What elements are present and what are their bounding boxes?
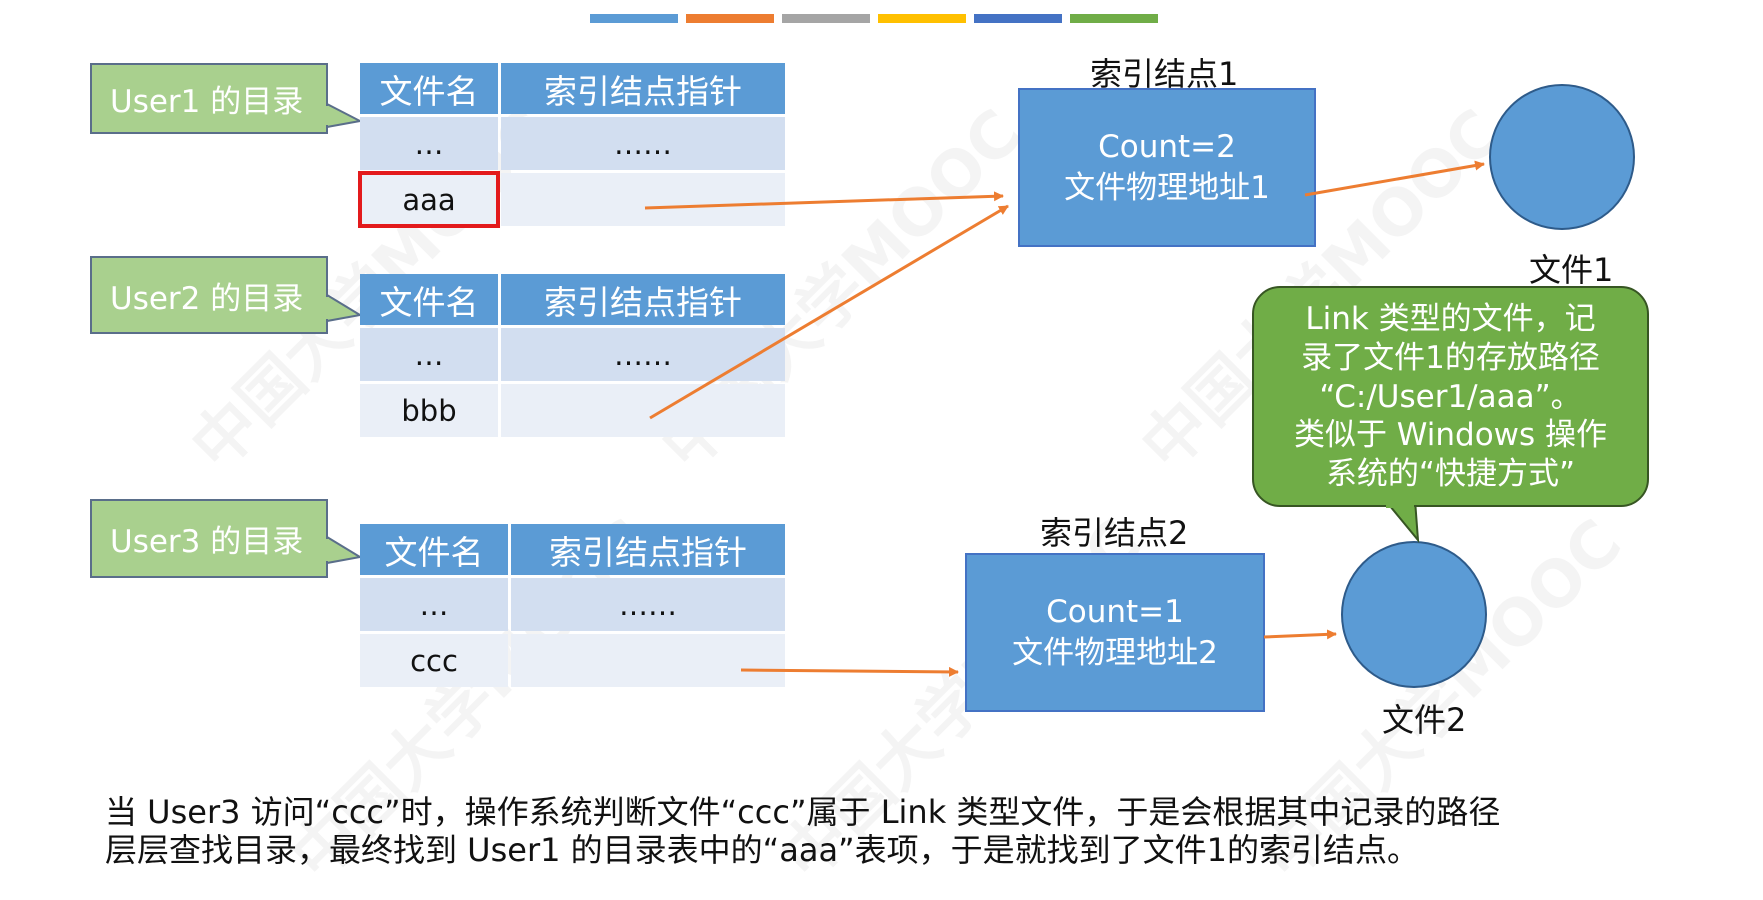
- color-segment: [590, 14, 678, 23]
- arrow-node-2-to-file-2: [1263, 629, 1337, 640]
- file-2-label: 文件2: [1382, 701, 1467, 739]
- index-node-1-count: Count=2: [1098, 129, 1236, 166]
- color-segment: [1070, 14, 1158, 23]
- bubble-line: “C:/User1/aaa”。: [1319, 378, 1582, 415]
- arrow-bbb-to-index-node-1: [649, 204, 1009, 420]
- bubble-line: Link 类型的文件，记: [1305, 301, 1596, 337]
- index-node-1-title: 索引结点1: [1090, 55, 1239, 93]
- file-2-circle: [1341, 541, 1487, 688]
- table-cell-name: bbb: [360, 384, 498, 437]
- bubble-line: 类似于 Windows 操作: [1293, 417, 1608, 454]
- user2-directory-label: User2 的目录: [90, 256, 328, 334]
- table-cell-pointer: [501, 173, 785, 226]
- caption-line: 当 User3 访问“ccc”时，操作系统判断文件“ccc”属于 Link 类型…: [105, 793, 1501, 831]
- index-node-2: Count=1 文件物理地址2: [965, 553, 1265, 712]
- table-cell-name-highlighted: aaa: [358, 171, 500, 228]
- table-cell-name: ccc: [360, 634, 508, 687]
- user1-directory-label: User1 的目录: [90, 63, 328, 134]
- arrow-ccc-to-index-node-2: [740, 666, 959, 677]
- table-cell-name: …: [360, 578, 508, 631]
- color-segment: [686, 14, 774, 23]
- top-color-bar: [590, 14, 1158, 23]
- index-node-2-title: 索引结点2: [1040, 514, 1189, 552]
- index-node-2-address: 文件物理地址2: [1012, 634, 1218, 671]
- link-file-note-bubble: Link 类型的文件，记 录了文件1的存放路径 “C:/User1/aaa”。 …: [1252, 286, 1649, 507]
- table-cell-pointer: [501, 384, 785, 437]
- color-segment: [782, 14, 870, 23]
- file-1-circle: [1489, 84, 1635, 230]
- column-header-filename: 文件名: [360, 524, 508, 575]
- file-1-label: 文件1: [1529, 251, 1614, 289]
- user2-directory-table: 文件名 索引结点指针 … …… bbb: [357, 271, 788, 440]
- user1-directory-table: 文件名 索引结点指针 … …… aaa: [357, 60, 788, 229]
- column-header-pointer: 索引结点指针: [501, 63, 785, 114]
- table-cell-name: …: [360, 117, 498, 170]
- caption-line: 层层查找目录，最终找到 User1 的目录表中的“aaa”表项，于是就找到了文件…: [105, 831, 1419, 870]
- table-cell-pointer: ……: [511, 578, 785, 631]
- index-node-1-address: 文件物理地址1: [1064, 169, 1270, 206]
- table-cell-pointer: ……: [501, 117, 785, 170]
- explanation-caption: 当 User3 访问“ccc”时，操作系统判断文件“ccc”属于 Link 类型…: [105, 793, 1725, 870]
- color-segment: [878, 14, 966, 23]
- index-node-2-count: Count=1: [1046, 594, 1184, 631]
- table-cell-name: …: [360, 328, 498, 381]
- arrow-node-1-to-file-1: [1304, 160, 1485, 197]
- column-header-filename: 文件名: [360, 63, 498, 114]
- index-node-1: Count=2 文件物理地址1: [1018, 88, 1316, 247]
- bubble-line: 系统的“快捷方式”: [1325, 456, 1576, 492]
- arrow-aaa-to-index-node-1: [644, 191, 1004, 210]
- table-cell-pointer: ……: [501, 328, 785, 381]
- table-cell-pointer: [511, 634, 785, 687]
- user3-directory-label: User3 的目录: [90, 499, 328, 578]
- column-header-pointer: 索引结点指针: [511, 524, 785, 575]
- column-header-pointer: 索引结点指针: [501, 274, 785, 325]
- color-segment: [974, 14, 1062, 23]
- column-header-filename: 文件名: [360, 274, 498, 325]
- bubble-line: 录了文件1的存放路径: [1301, 339, 1600, 376]
- user3-directory-table: 文件名 索引结点指针 … …… ccc: [357, 521, 788, 690]
